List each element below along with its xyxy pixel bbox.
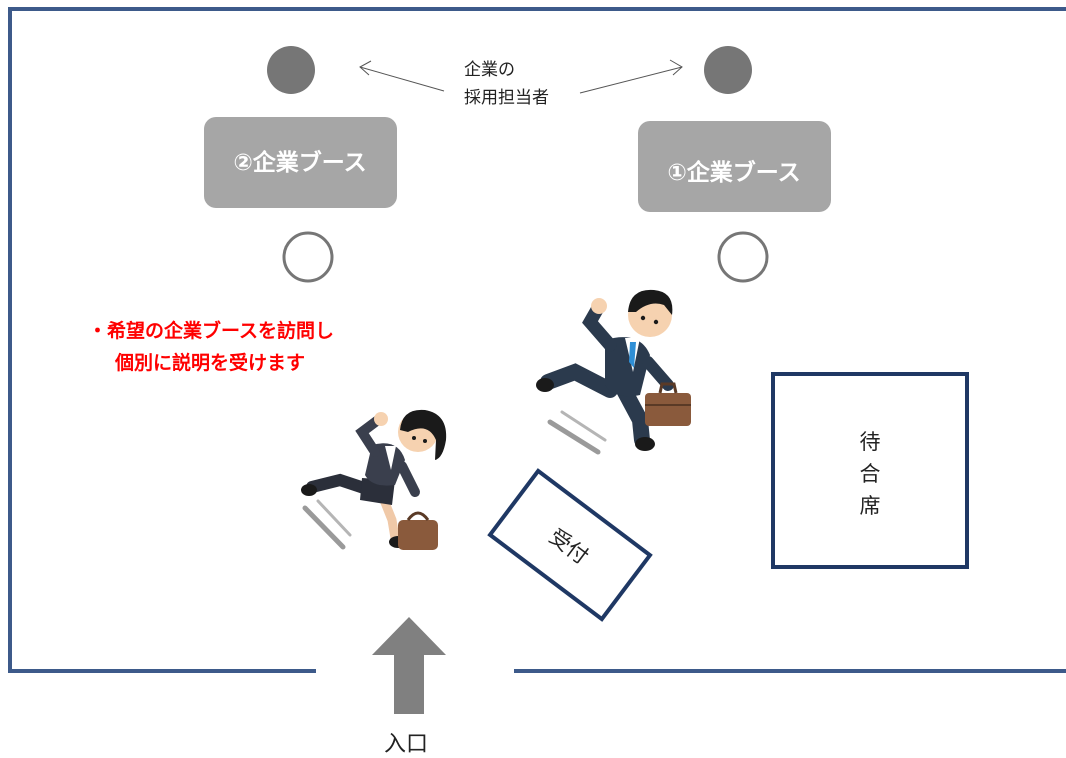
reception-desk: 受付 [487,468,653,622]
entrance-label: 入口 [384,732,428,757]
note-line2: 個別に説明を受けます [114,351,305,374]
businessman-illustration [536,289,691,455]
recruiter-label-line1: 企業の [464,60,515,80]
waiting-area-char-3: 席 [860,494,881,518]
wall-outline-left [8,7,1066,673]
entrance-arrow [372,617,446,714]
waiting-area-char-1: 待 [860,430,881,454]
recruiter-pointer-arrows [359,59,683,94]
visitor-seat-booth1 [717,231,769,283]
booth-1-label: ①企業ブース [667,159,800,186]
recruiter-label-line2: 採用担当者 [464,88,549,108]
booth-2-label: ②企業ブース [233,149,366,176]
businesswoman-illustration [301,409,447,550]
recruiter-booth2 [267,46,315,94]
booth-2: ②企業ブース [204,117,397,208]
waiting-area-char-2: 合 [860,462,881,486]
booth-1: ①企業ブース [638,121,831,212]
room-walls [8,7,1066,673]
visitor-seat-booth2 [282,231,334,283]
waiting-area: 待 合 席 [771,372,969,569]
recruiter-booth1 [704,46,752,94]
note-line1: ・希望の企業ブースを訪問し [88,319,334,342]
